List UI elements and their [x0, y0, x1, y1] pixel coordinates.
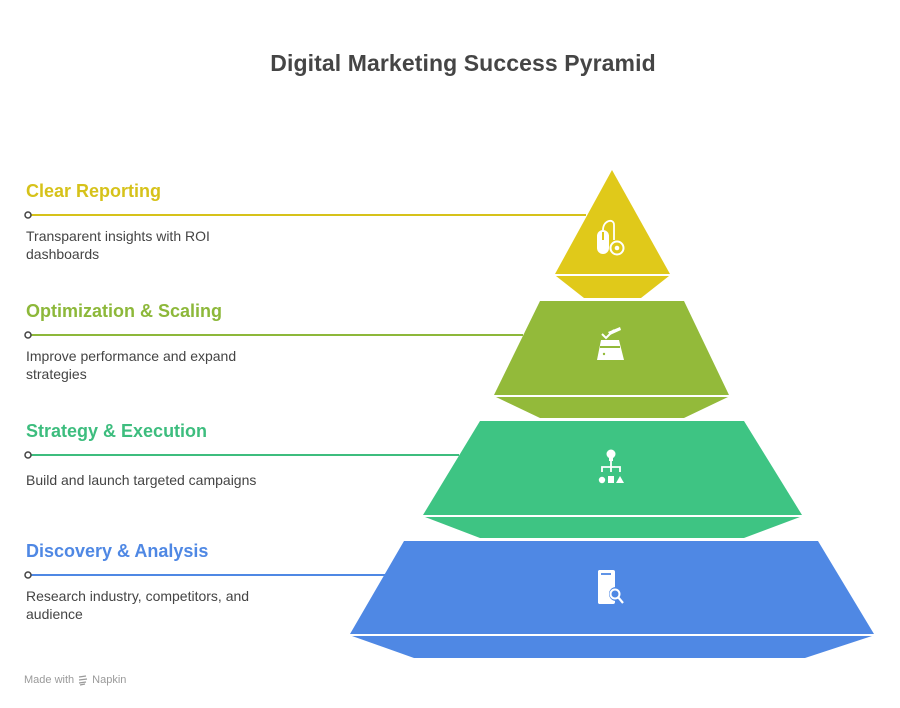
level-description: Build and launch targeted campaigns	[26, 472, 257, 488]
layer-base	[556, 276, 669, 298]
pyramid-level-optimization-scaling	[24, 301, 729, 418]
level-description: Transparent insights with ROI dashboards	[26, 228, 210, 262]
pyramid-level-strategy-execution	[24, 421, 802, 538]
connector-dot	[24, 211, 32, 219]
made-with-text: Made with	[24, 674, 75, 686]
napkin-watermark: Made with Napkin	[24, 674, 126, 686]
level-title: Discovery & Analysis	[26, 541, 209, 561]
diagram-title: Digital Marketing Success Pyramid	[270, 50, 656, 76]
layer-base	[352, 636, 872, 658]
napkin-brand-text: Napkin	[92, 674, 127, 686]
layer-base	[496, 397, 728, 418]
level-title: Clear Reporting	[26, 181, 162, 201]
document-search-icon	[598, 570, 624, 604]
pyramid-level-discovery-analysis	[24, 541, 874, 658]
connector-dot	[24, 331, 32, 339]
level-title: Strategy & Execution	[26, 421, 208, 441]
pyramid-level-clear-reporting	[24, 170, 670, 298]
layer-base	[425, 517, 800, 538]
airplane-checklist-icon	[597, 327, 624, 360]
connector-dot	[24, 451, 32, 459]
napkin-logo-icon	[79, 674, 88, 686]
level-description: Research industry, competitors, and audi…	[26, 588, 250, 622]
connector-dot	[24, 571, 32, 579]
level-description: Improve performance and expand strategie…	[26, 348, 237, 382]
level-title: Optimization & Scaling	[26, 301, 223, 321]
layer-face	[423, 421, 802, 515]
idea-hierarchy-icon	[598, 449, 624, 484]
mouse-eye-icon	[597, 219, 625, 256]
